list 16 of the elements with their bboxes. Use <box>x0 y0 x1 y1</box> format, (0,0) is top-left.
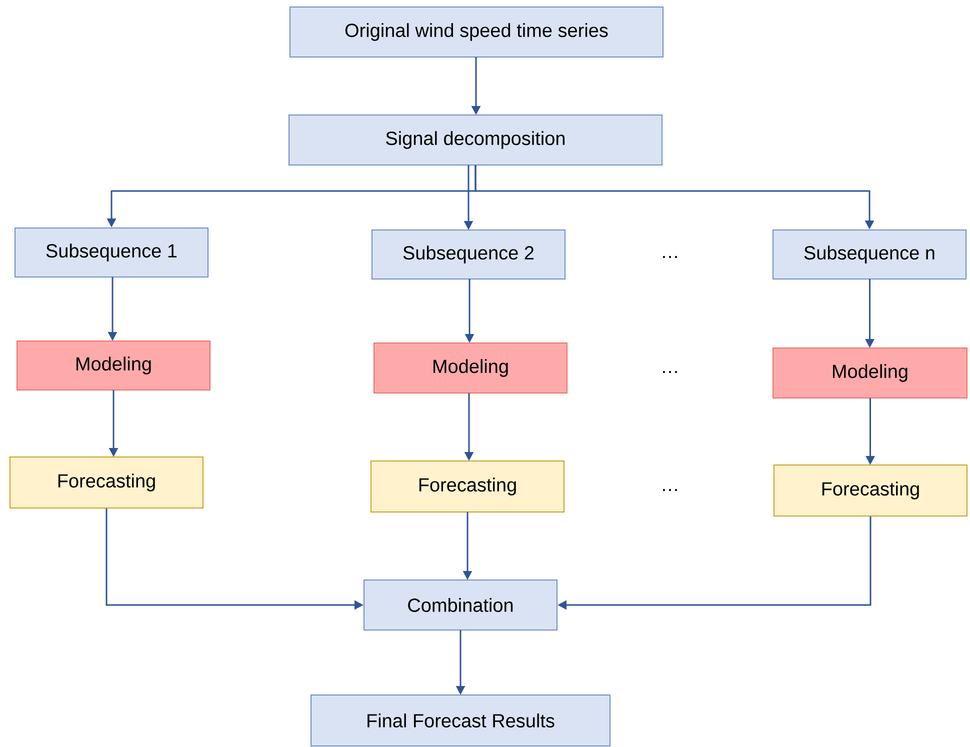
process-box: Subsequence 1 <box>14 228 208 278</box>
modeling-box: Modeling <box>772 348 968 398</box>
modeling-box: Modeling <box>16 340 210 390</box>
ellipsis: … <box>663 489 677 492</box>
modeling-box: Modeling <box>374 342 568 394</box>
process-box: Subsequence 2 <box>372 230 566 280</box>
process-box: Signal decomposition <box>288 114 662 166</box>
forecasting-box: Forecasting <box>774 464 968 516</box>
ellipsis: … <box>663 256 677 258</box>
forecasting-box: Forecasting <box>10 456 204 508</box>
process-box: Combination <box>364 580 558 630</box>
process-box: Subsequence n <box>772 230 966 280</box>
process-box: Original wind speed time series <box>290 6 664 58</box>
ellipsis: … <box>663 371 677 374</box>
process-box: Final Forecast Results <box>310 694 610 746</box>
forecasting-box: Forecasting <box>370 460 564 512</box>
